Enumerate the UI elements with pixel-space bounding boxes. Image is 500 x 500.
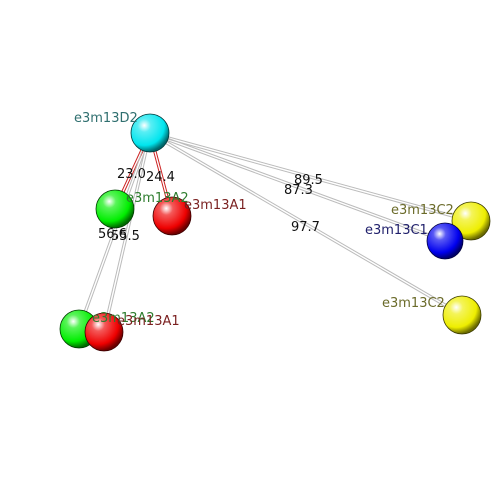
distance-line-d2-c1-1 [150, 131, 446, 241]
distance-label-d2-c3: 97.7 [291, 220, 320, 235]
distance-line-d2-c3-1 [150, 131, 463, 315]
atom-c2-label: e3m13C2 [391, 203, 454, 218]
distance-label-d2-a2b: 56.6 [98, 227, 127, 242]
atom-a2b-label: e3m13A2 [92, 311, 155, 326]
atom-a2-label: e3m13A2 [126, 191, 189, 206]
distance-line-d2-a2b-0 [77, 132, 150, 329]
distance-line-d2-c3-0 [149, 133, 462, 317]
atom-a1-label: e3m13A1 [184, 198, 247, 213]
atom-c3-sphere[interactable] [442, 295, 482, 335]
distance-label-d2-a2: 23.0 [117, 167, 146, 182]
distance-line-d2-a1b-0 [102, 132, 150, 332]
distance-label-d2-a1b: 55.5 [111, 229, 140, 244]
distance-line-d2-c2-0 [149, 133, 471, 223]
distance-line-d2-c2-1 [150, 131, 472, 221]
distance-line-d2-a2b-1 [79, 133, 152, 330]
distance-label-d2-c1: 87.3 [284, 183, 313, 198]
atom-c1-label: e3m13C1 [365, 223, 428, 238]
atom-d2-label: e3m13D2 [74, 111, 138, 126]
atom-c1-sphere[interactable] [426, 222, 464, 260]
atom-a1-sphere[interactable] [152, 196, 192, 236]
atom-d2-sphere[interactable] [130, 113, 170, 153]
distance-line-d2-c1-0 [149, 133, 445, 243]
atoms [59, 113, 491, 352]
atom-a1b-label: e3m13A1 [117, 314, 180, 329]
atom-a1b-sphere[interactable] [84, 312, 124, 352]
atom-c2-sphere[interactable] [451, 201, 491, 241]
atom-c3-label: e3m13C2 [382, 296, 445, 311]
distance-lines [77, 131, 472, 333]
distance-label-d2-a1: 24.4 [146, 170, 175, 185]
distance-label-d2-c2: 89.5 [294, 173, 323, 188]
distance-line-d2-a1b-1 [104, 133, 152, 333]
atom-a2-sphere[interactable] [95, 189, 135, 229]
